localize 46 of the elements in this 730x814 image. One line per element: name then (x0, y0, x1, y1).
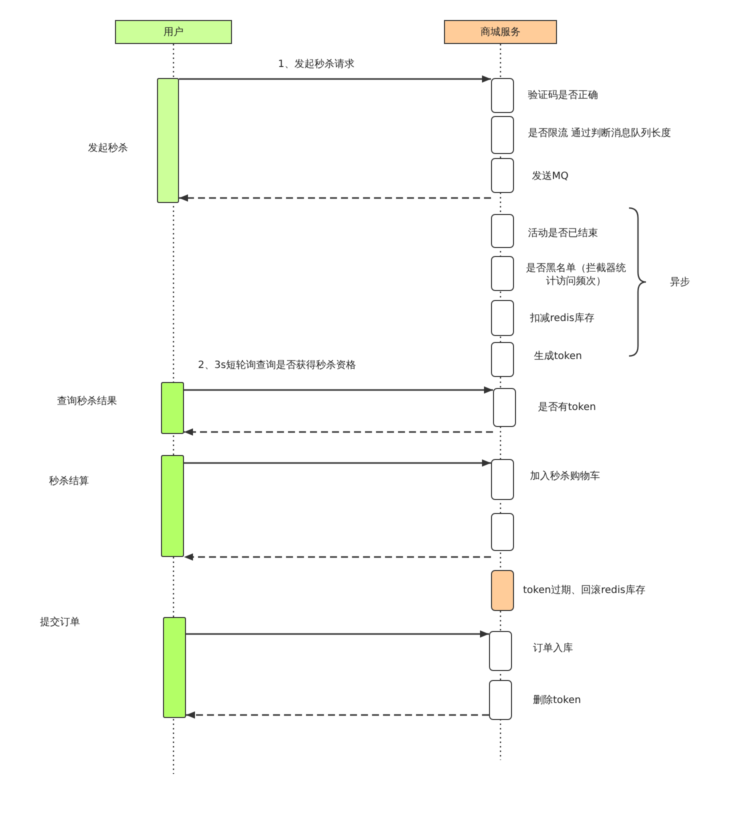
step-label: 加入秒杀购物车 (530, 470, 600, 483)
activation-box (489, 680, 512, 720)
activation-box (493, 388, 516, 427)
step-label: 删除token (533, 694, 581, 707)
step-label: token过期、回滚redis库存 (523, 584, 646, 597)
activation-bar (157, 78, 179, 203)
side-label: 查询秒杀结果 (57, 395, 117, 408)
message-arrow (184, 386, 493, 394)
activation-box (491, 513, 514, 551)
return-arrow (186, 711, 489, 719)
message-label: 2、3s短轮询查询是否获得秒杀资格 (198, 359, 356, 372)
message-arrow (179, 75, 491, 83)
step-label: 是否有token (538, 401, 596, 414)
return-arrow (179, 194, 491, 202)
activation-box (491, 342, 514, 377)
return-arrow (184, 553, 491, 561)
step-label: 验证码是否正确 (528, 89, 598, 102)
step-label: 扣减redis库存 (530, 312, 594, 325)
return-arrow (184, 428, 493, 436)
side-label: 提交订单 (40, 616, 80, 629)
step-label: 订单入库 (533, 642, 573, 655)
step-label: 活动是否已结束 (528, 227, 598, 240)
activation-box (489, 631, 512, 671)
activation-box (491, 300, 514, 336)
activation-box (491, 570, 514, 611)
side-label: 秒杀结算 (49, 475, 89, 488)
activation-box (491, 214, 514, 248)
activation-box (491, 459, 514, 500)
activation-bar (161, 382, 184, 434)
brace-label: 异步 (670, 276, 690, 289)
participant-box: 用户 (115, 20, 232, 44)
activation-box (491, 78, 514, 113)
step-label: 生成token (534, 350, 582, 363)
message-label: 1、发起秒杀请求 (278, 58, 354, 71)
activation-bar (161, 455, 184, 557)
activation-box (491, 256, 514, 291)
step-label: 发送MQ (532, 170, 568, 183)
message-arrow (186, 630, 489, 638)
activation-box (491, 116, 514, 154)
side-label: 发起秒杀 (88, 142, 128, 155)
activation-bar (163, 617, 186, 718)
step-label: 是否限流 通过判断消息队列长度 (528, 127, 672, 140)
participant-box: 商城服务 (444, 20, 557, 44)
message-arrow (184, 459, 491, 467)
activation-box (491, 158, 514, 193)
step-label: 是否黑名单（拦截器统计访问频次） (525, 262, 627, 288)
